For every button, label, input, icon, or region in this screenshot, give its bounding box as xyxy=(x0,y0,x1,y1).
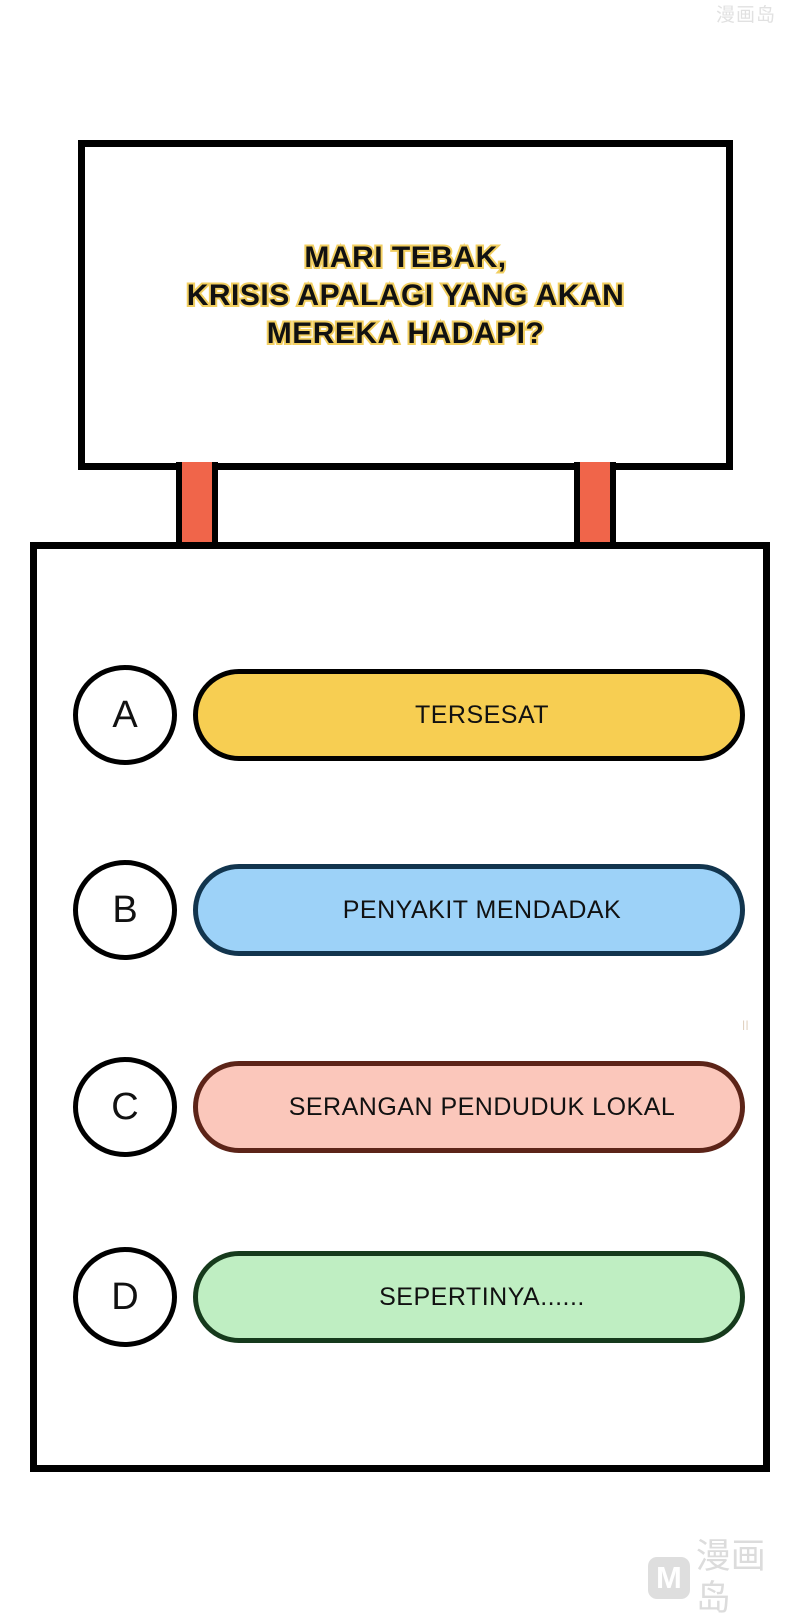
options-panel: TERSESAT A PENYAKIT MENDADAK B SERANGAN … xyxy=(30,542,770,1472)
connector-leg-left xyxy=(176,462,218,552)
option-pill-d[interactable]: SEPERTINYA...... xyxy=(193,1251,745,1343)
title-panel: MARI TEBAK, KRISIS APALAGI YANG AKAN MER… xyxy=(78,140,733,470)
option-pill-b[interactable]: PENYAKIT MENDADAK xyxy=(193,864,745,956)
watermark-bottom-right: M 漫画岛 xyxy=(648,1536,800,1620)
watermark-logo-badge: M xyxy=(648,1557,690,1599)
watermark-top-right: 漫画岛 xyxy=(715,4,776,26)
option-badge-b[interactable]: B xyxy=(73,860,177,960)
page-title: MARI TEBAK, KRISIS APALAGI YANG AKAN MER… xyxy=(185,239,626,352)
option-row-d[interactable]: SEPERTINYA...... D xyxy=(73,1247,745,1347)
option-badge-d[interactable]: D xyxy=(73,1247,177,1347)
option-label-b: PENYAKIT MENDADAK xyxy=(342,895,622,924)
option-letter-c: C xyxy=(111,1086,139,1128)
option-pill-c[interactable]: SERANGAN PENDUDUK LOKAL xyxy=(193,1061,745,1153)
option-pill-a[interactable]: TERSESAT xyxy=(193,669,745,761)
options-list: TERSESAT A PENYAKIT MENDADAK B SERANGAN … xyxy=(37,549,763,1465)
option-letter-a: A xyxy=(112,694,138,736)
option-row-a[interactable]: TERSESAT A xyxy=(73,665,745,765)
option-row-b[interactable]: PENYAKIT MENDADAK B xyxy=(73,860,745,960)
option-label-a: TERSESAT xyxy=(414,700,550,729)
option-label-c: SERANGAN PENDUDUK LOKAL xyxy=(288,1092,676,1121)
scan-artifact: ၊၊ xyxy=(742,1011,749,1036)
watermark-logo-text: 漫画岛 xyxy=(695,1537,766,1619)
option-row-c[interactable]: SERANGAN PENDUDUK LOKAL C xyxy=(73,1057,745,1157)
option-badge-a[interactable]: A xyxy=(73,665,177,765)
option-letter-b: B xyxy=(112,889,138,931)
option-badge-c[interactable]: C xyxy=(73,1057,177,1157)
connector-leg-right xyxy=(574,462,616,552)
option-letter-d: D xyxy=(111,1276,139,1318)
option-label-d: SEPERTINYA...... xyxy=(379,1282,585,1311)
